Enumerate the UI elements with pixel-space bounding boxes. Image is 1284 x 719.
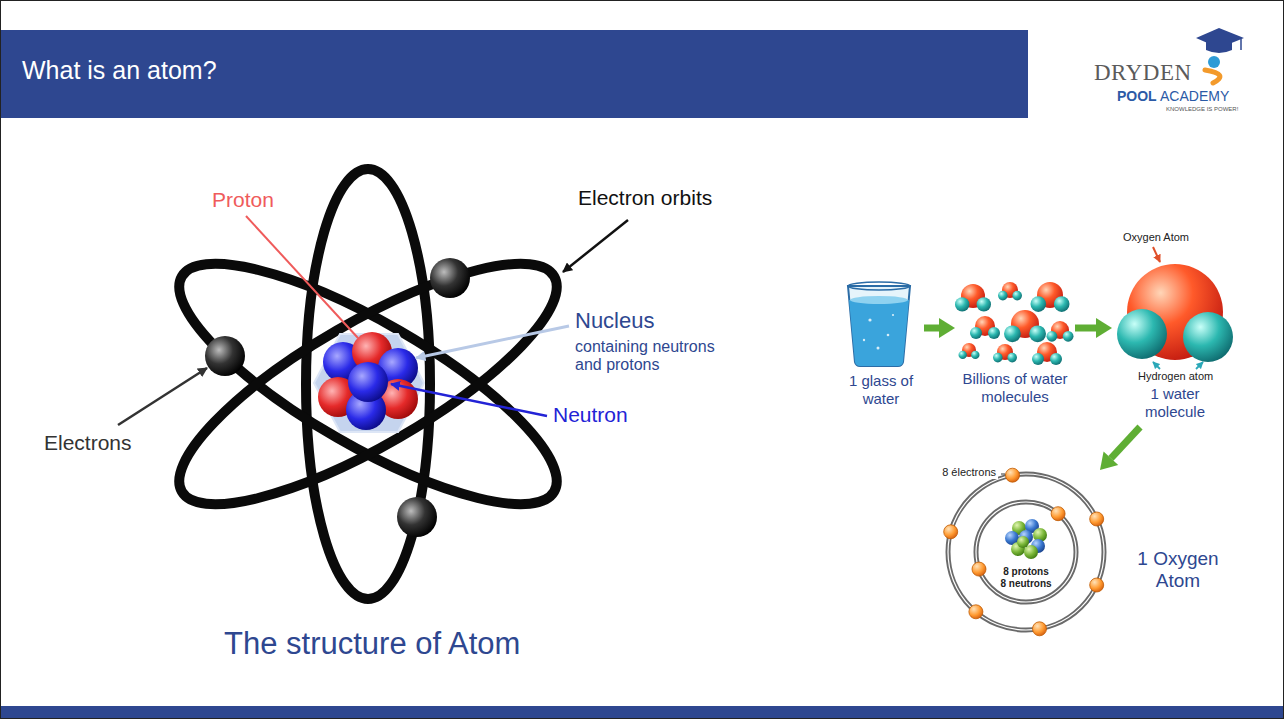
arrow-shaft	[924, 325, 939, 332]
node-caption: 1 Oxygen Atom	[1128, 548, 1228, 592]
logo-word: POOL	[1117, 88, 1157, 104]
part-label: 8 neutrons	[1000, 578, 1051, 590]
part-label: Proton	[212, 188, 274, 212]
flow-arrow	[1075, 318, 1112, 338]
node-caption: 1 glass of water	[838, 372, 924, 408]
logo-icon	[1196, 28, 1244, 83]
part-label: Electrons	[44, 431, 132, 455]
title-band	[0, 30, 1028, 118]
part-note: containing neutrons and protons	[575, 338, 740, 375]
logo-word: ACADEMY	[1160, 88, 1229, 104]
oxygen-atom	[944, 468, 1104, 636]
node-caption: Billions of water molecules	[959, 370, 1071, 406]
part-label: Nucleus	[575, 308, 654, 334]
arrow-shaft	[1075, 325, 1096, 332]
water-molecule-node: 1 water molecule	[1112, 255, 1238, 427]
glass-node: 1 glass of water	[838, 280, 924, 412]
arrow-shaft	[1111, 427, 1140, 458]
glass-of-water	[848, 282, 910, 366]
logo-tagline: KNOWLEDGE IS POWER!	[1166, 106, 1238, 112]
flow-arrow	[924, 318, 955, 338]
footer-band	[0, 706, 1284, 719]
part-label: Electron orbits	[578, 186, 712, 210]
slide-title: What is an atom?	[22, 56, 217, 85]
figure-caption: The structure of Atom	[224, 626, 520, 662]
leader-lines	[118, 216, 628, 425]
water-molecules	[955, 282, 1074, 365]
arrow-head	[1096, 318, 1112, 338]
atom-nucleus	[314, 332, 424, 432]
part-label: Oxygen Atom	[1123, 231, 1189, 244]
molecules-node: Billions of water molecules	[955, 280, 1075, 410]
flow-arrow	[1100, 427, 1140, 470]
part-label: Neutron	[553, 403, 628, 427]
atom-electrons	[205, 258, 470, 537]
arrow-head	[1100, 451, 1118, 470]
part-label: 8 protons	[1003, 566, 1049, 578]
water-molecule	[1117, 247, 1233, 369]
part-label: 8 électrons	[940, 466, 998, 479]
node-caption: 1 water molecule	[1135, 385, 1215, 421]
oxygen-atom-node: 1 Oxygen Atom	[935, 470, 1228, 640]
part-label: Hydrogen atom	[1138, 370, 1213, 382]
atom-orbits	[151, 169, 585, 599]
logo-name: DRYDEN	[1094, 60, 1192, 86]
arrow-head	[939, 318, 955, 338]
